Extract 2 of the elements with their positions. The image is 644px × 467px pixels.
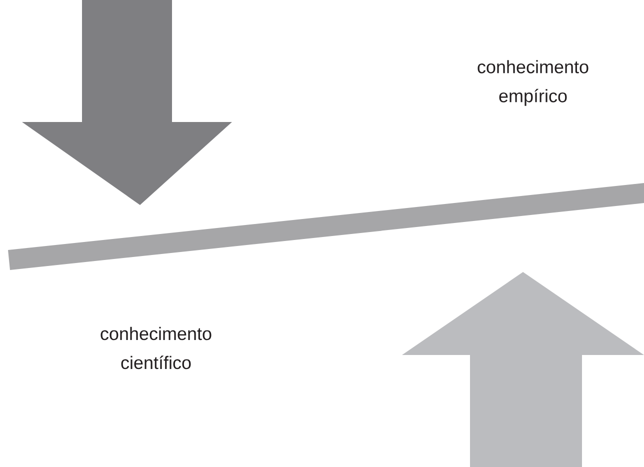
label: conhecimento científico [100, 326, 212, 370]
label: conhecimento empírico [478, 60, 588, 106]
